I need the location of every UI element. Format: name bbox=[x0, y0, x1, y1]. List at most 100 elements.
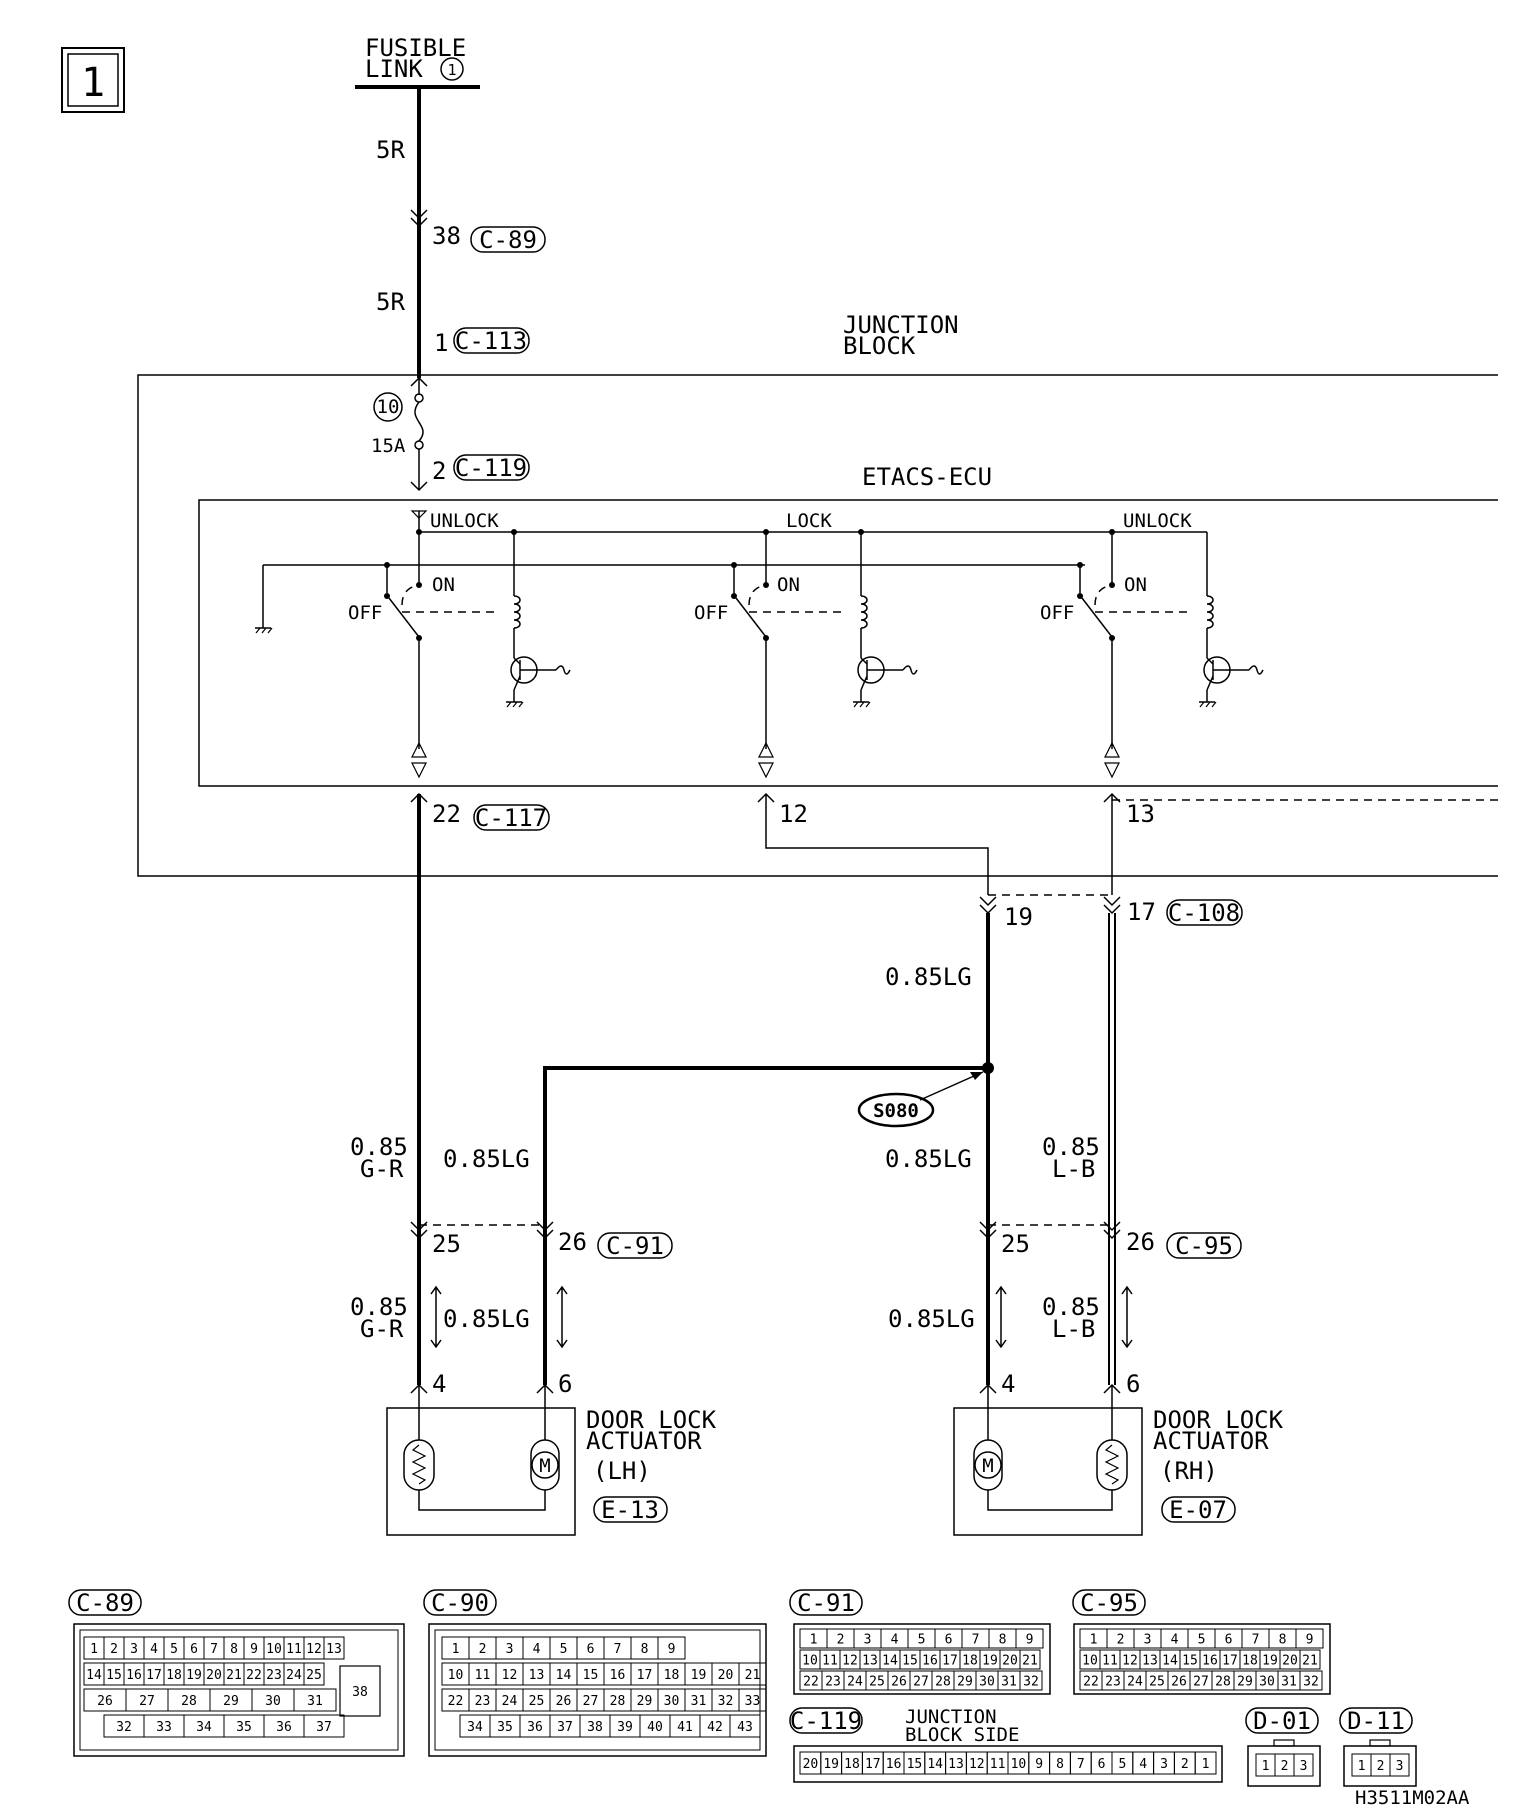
pin-label: 24 bbox=[847, 1675, 863, 1690]
motor-icon bbox=[531, 1451, 559, 1479]
pin-label: 25 bbox=[529, 1694, 545, 1709]
wire-lg-label-left-low: 0.85LG bbox=[443, 1305, 530, 1333]
connector-tag-c119: C-119 bbox=[453, 454, 530, 482]
pin-label: 4 bbox=[533, 1642, 541, 1657]
pin-label: 21 bbox=[1302, 1654, 1318, 1669]
svg-text:C-117: C-117 bbox=[475, 804, 547, 832]
svg-text:C-89: C-89 bbox=[479, 226, 537, 254]
wire-5r-label-a: 5R bbox=[376, 136, 405, 164]
pin-label: 20 bbox=[718, 1668, 734, 1683]
actuator-lh-line1: DOOR LOCK bbox=[586, 1406, 717, 1434]
pin-label: 19 bbox=[691, 1668, 707, 1683]
pin-label: 18 bbox=[166, 1668, 182, 1683]
pin-cell bbox=[1015, 1628, 1044, 1649]
pin-cell bbox=[323, 1636, 345, 1660]
door-lock-actuator-lh: M bbox=[386, 1383, 576, 1536]
pin-label: 7 bbox=[972, 1633, 980, 1648]
pin-cell bbox=[738, 1688, 767, 1712]
pin-label: 23 bbox=[1105, 1675, 1121, 1690]
svg-text:S080: S080 bbox=[873, 1100, 919, 1122]
pin-label: 3 bbox=[1144, 1633, 1152, 1648]
pin-label: 17 bbox=[146, 1668, 162, 1683]
svg-text:C-119: C-119 bbox=[455, 454, 527, 482]
pin-label: 7 bbox=[614, 1642, 622, 1657]
pin-label: 35 bbox=[497, 1720, 513, 1735]
actuator-lh-line3: (LH) bbox=[593, 1457, 651, 1485]
pin-label: 1 bbox=[90, 1642, 98, 1657]
wire-lg-label-left: 0.85LG bbox=[443, 1145, 530, 1173]
pin-label: 2 bbox=[110, 1642, 118, 1657]
wire-gr-gauge: 0.85 bbox=[350, 1133, 408, 1161]
pin-12: 12 bbox=[779, 800, 808, 828]
pin-label: 21 bbox=[226, 1668, 242, 1683]
pin-label: 30 bbox=[265, 1694, 281, 1709]
pin-label: 15 bbox=[1182, 1654, 1198, 1669]
pin-label: 11 bbox=[822, 1654, 838, 1669]
pin-label: 16 bbox=[1202, 1654, 1218, 1669]
pin-label: 41 bbox=[677, 1720, 693, 1735]
connector-tag-c89: C-89 bbox=[470, 226, 546, 254]
pin-cell bbox=[1194, 1751, 1217, 1775]
pin-label: 10 bbox=[448, 1668, 464, 1683]
pin-label: 12 bbox=[306, 1642, 322, 1657]
pin-6-right: 6 bbox=[1126, 1370, 1140, 1398]
pin-label: 29 bbox=[637, 1694, 653, 1709]
pin-label: 36 bbox=[276, 1720, 292, 1735]
pin-label: 34 bbox=[467, 1720, 483, 1735]
pin-label: 33 bbox=[745, 1694, 761, 1709]
pin-label: 1 bbox=[1090, 1633, 1098, 1648]
svg-text:C-119: C-119 bbox=[790, 1707, 862, 1735]
pin-label: 24 bbox=[502, 1694, 518, 1709]
actuator-rh-line3: (RH) bbox=[1160, 1457, 1218, 1485]
pin-label: 34 bbox=[196, 1720, 212, 1735]
junction-block-label-1: JUNCTION bbox=[843, 311, 959, 339]
view-tag-c119: C-119 bbox=[789, 1707, 863, 1735]
pin-label: 37 bbox=[557, 1720, 573, 1735]
pin-label: 5 bbox=[560, 1642, 568, 1657]
pin-label: 3 bbox=[864, 1633, 872, 1648]
fuse-rating: 15A bbox=[371, 435, 406, 457]
wire-lb-color: L-B bbox=[1052, 1155, 1095, 1183]
pin-label: 30 bbox=[979, 1675, 995, 1690]
pin-label: 22 bbox=[803, 1675, 819, 1690]
pin-22: 22 bbox=[432, 800, 461, 828]
actuator-rh-line1: DOOR LOCK bbox=[1153, 1406, 1284, 1434]
pin-label: 26 bbox=[1171, 1675, 1187, 1690]
wire-gr-color: G-R bbox=[360, 1155, 404, 1183]
pin-label: 20 bbox=[1282, 1654, 1298, 1669]
pin-1: 1 bbox=[434, 329, 448, 357]
pin-label: 3 bbox=[1300, 1759, 1308, 1774]
svg-text:E-07: E-07 bbox=[1169, 1496, 1227, 1524]
pin-label: 19 bbox=[823, 1757, 839, 1772]
svg-text:ON: ON bbox=[432, 574, 455, 596]
pin-label: 23 bbox=[266, 1668, 282, 1683]
pin-cell bbox=[657, 1636, 686, 1660]
pin-label: 12 bbox=[842, 1654, 858, 1669]
pin-cell bbox=[1293, 1753, 1314, 1777]
svg-text:M: M bbox=[539, 1455, 550, 1477]
pin-label: 1 bbox=[1262, 1759, 1270, 1774]
relay-label-lock: LOCK bbox=[786, 510, 832, 532]
jb-side-label-1: JUNCTION bbox=[905, 1706, 997, 1728]
pin-cell bbox=[1295, 1628, 1324, 1649]
relay-unlock-2: ON OFF bbox=[1040, 532, 1264, 779]
etacs-ecu-box bbox=[198, 499, 1498, 787]
svg-text:ON: ON bbox=[1124, 574, 1147, 596]
pin-label: 21 bbox=[1022, 1654, 1038, 1669]
connector-tag-c117: C-117 bbox=[473, 804, 550, 832]
pin-25-left: 25 bbox=[432, 1230, 461, 1258]
pin-label: 28 bbox=[935, 1675, 951, 1690]
pin-label: 31 bbox=[1001, 1675, 1017, 1690]
pin-label: 8 bbox=[1056, 1757, 1064, 1772]
pin-label: 10 bbox=[1011, 1757, 1027, 1772]
pin-cell bbox=[1019, 1670, 1043, 1691]
pin-label: 6 bbox=[587, 1642, 595, 1657]
pin-label: 14 bbox=[556, 1668, 572, 1683]
splice-point bbox=[982, 1062, 994, 1074]
page-number: 1 bbox=[81, 60, 105, 106]
